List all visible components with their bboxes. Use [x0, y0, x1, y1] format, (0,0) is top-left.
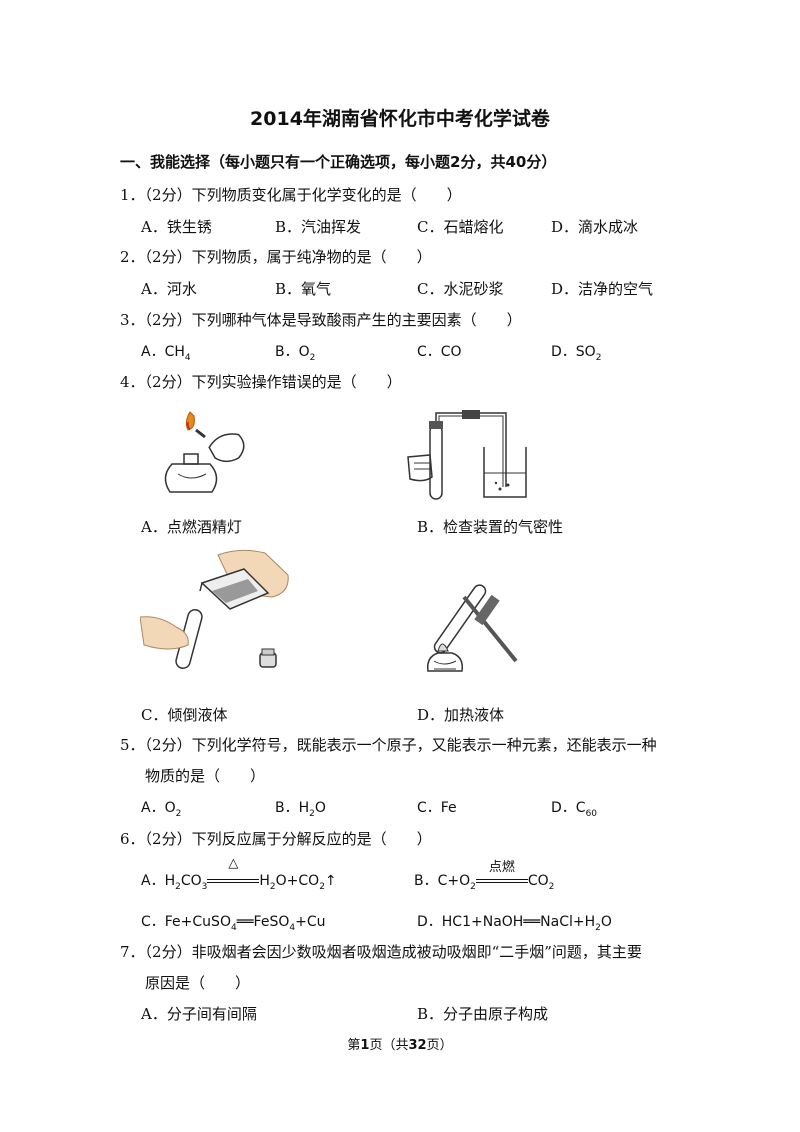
q3-option-d: D．SO2	[551, 344, 602, 363]
q4-option-a: A．点燃酒精灯	[141, 518, 242, 536]
q6-a-reaction-arrow: △	[207, 856, 260, 889]
q1-option-b: B．汽油挥发	[275, 218, 362, 236]
q4-option-b: B．检查装置的气密性	[417, 518, 564, 536]
question-6-stem: 6．（2分）下列反应属于分解反应的是（ ）	[120, 830, 432, 848]
question-5-stem-line2: 物质的是（ ）	[145, 767, 266, 785]
q1-option-c: C．石蜡熔化	[417, 218, 504, 236]
q3-option-a: A．CH4	[141, 344, 191, 363]
question-4-stem: 4．（2分）下列实验操作错误的是（ ）	[120, 373, 402, 391]
q1-option-a: A．铁生锈	[141, 218, 212, 236]
airtightness-check-image	[407, 410, 527, 500]
q4-option-d: D．加热液体	[417, 706, 505, 724]
q7-option-b: B．分子由原子构成	[417, 1005, 549, 1023]
page-title: 2014年湖南省怀化市中考化学试卷	[250, 108, 550, 130]
question-3-stem: 3．（2分）下列哪种气体是导致酸雨产生的主要因素（ ）	[120, 311, 522, 329]
page-number: 1	[360, 1038, 370, 1053]
question-5-stem-line1: 5．（2分）下列化学符号，既能表示一个原子，又能表示一种元素，还能表示一种	[120, 736, 657, 754]
q6-option-a: A．H2CO3△H2O+CO2↑	[141, 856, 337, 892]
q6-b-reaction-arrow: 点燃	[475, 860, 528, 889]
question-1-stem: 1．（2分）下列物质变化属于化学变化的是（ ）	[120, 186, 462, 204]
q1-option-d: D．滴水成冰	[551, 218, 639, 236]
q2-option-a: A．河水	[141, 280, 197, 298]
q6-option-d: D．HC1+NaOH══NaCl+H2O	[417, 914, 612, 933]
heating-liquid-image	[426, 584, 518, 672]
alcohol-lamp-lighting-image	[164, 411, 245, 493]
q2-option-b: B．氧气	[275, 280, 332, 298]
q4-option-c: C．倾倒液体	[141, 706, 228, 724]
q6-option-c: C．Fe+CuSO4══FeSO4+Cu	[141, 914, 326, 933]
q5-option-c: C．Fe	[417, 800, 457, 816]
question-7-stem-line2: 原因是（ ）	[145, 974, 251, 992]
page-footer: 第1页（共32页）	[347, 1038, 453, 1053]
section-heading: 一、我能选择（每小题只有一个正确选项，每小题2分，共40分）	[120, 153, 557, 171]
q2-option-c: C．水泥砂浆	[417, 280, 504, 298]
pouring-liquid-image	[140, 549, 289, 669]
question-2-stem: 2．（2分）下列物质，属于纯净物的是（ ）	[120, 248, 432, 266]
q5-option-a: A．O2	[141, 800, 182, 819]
q5-option-d: D．C60	[551, 800, 598, 819]
question-7-stem-line1: 7．（2分）非吸烟者会因少数吸烟者吸烟造成被动吸烟即“二手烟”问题，其主要	[120, 943, 642, 961]
page-total: 32	[408, 1038, 427, 1053]
q7-option-a: A．分子间有间隔	[141, 1005, 257, 1023]
q2-option-d: D．洁净的空气	[551, 280, 654, 298]
q3-option-b: B．O2	[275, 344, 316, 363]
q3-option-c: C．CO	[417, 344, 462, 360]
q5-option-b: B．H2O	[275, 800, 326, 819]
